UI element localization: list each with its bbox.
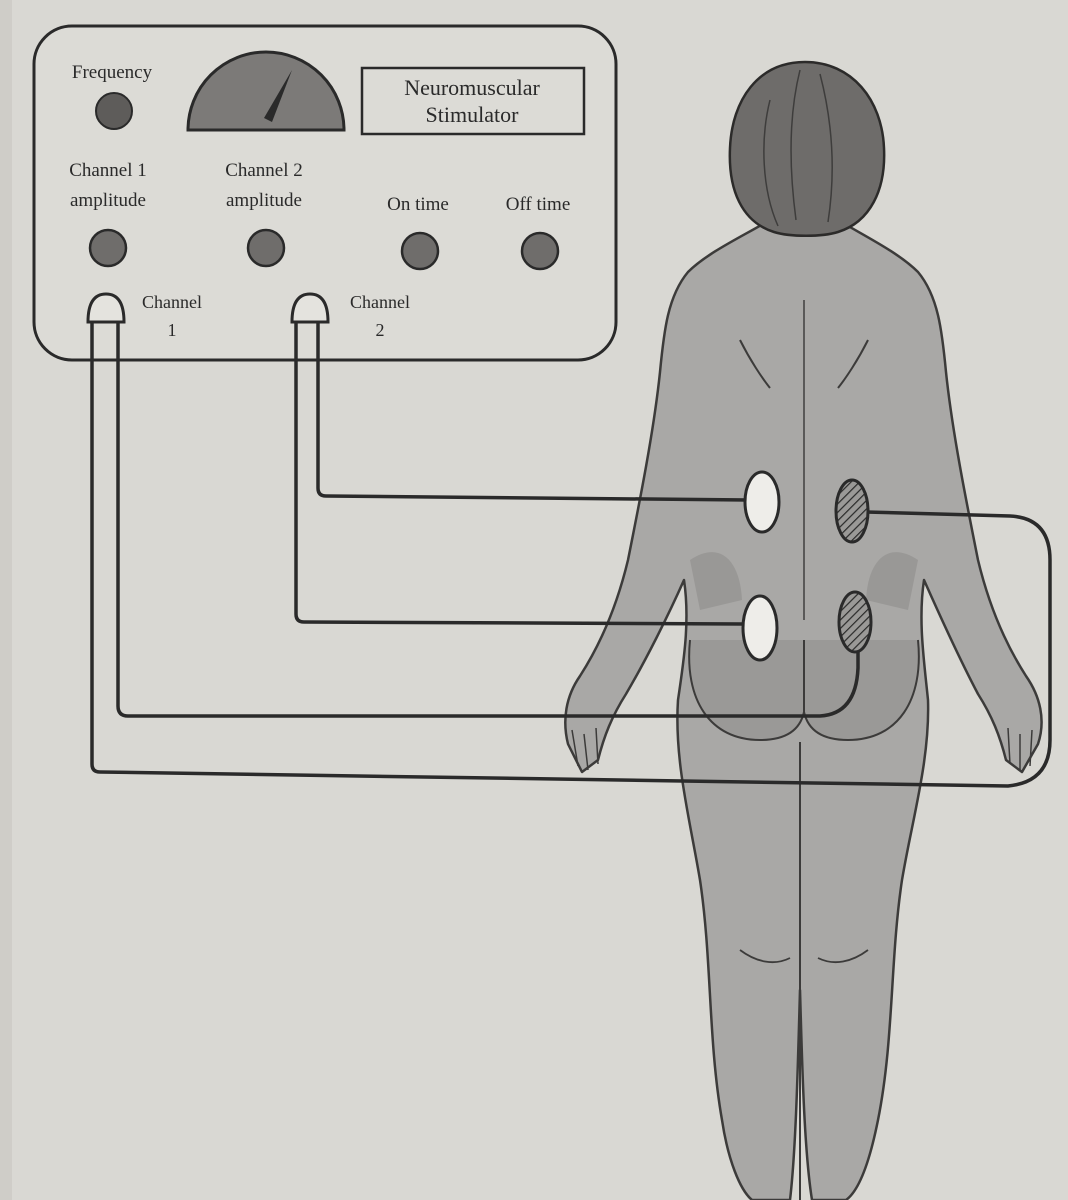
device-title-line2: Stimulator [426, 102, 520, 127]
channel1-amplitude-label-line1: Channel 1 [69, 160, 147, 181]
channel2-amplitude-label-line1: Channel 2 [225, 160, 303, 181]
channel2-jack[interactable] [290, 292, 330, 324]
device-title-box [360, 66, 586, 136]
lead-wires [90, 316, 1052, 788]
hair-strand-lines [763, 69, 833, 227]
electrode-lower-right[interactable] [837, 590, 873, 654]
stimulator-device: Frequency Neuromuscular Stimulator Chann… [32, 24, 618, 362]
channel2-amplitude-knob[interactable] [246, 228, 286, 268]
electrode-upper-left[interactable] [743, 470, 781, 534]
page-edge [0, 0, 12, 1200]
device-panel [32, 24, 618, 362]
channel1-amplitude-label-line2: amplitude [70, 190, 146, 211]
shoulder-blade-right [837, 339, 869, 389]
shoulder-blade-left [739, 339, 771, 389]
channel1-lead-upper[interactable] [90, 316, 1052, 788]
waist-shading-right [866, 552, 918, 610]
knee-crease-right [817, 949, 869, 964]
off-time-knob[interactable] [520, 231, 560, 271]
channel1-jack[interactable] [86, 292, 126, 324]
channel2-lead-lower[interactable] [294, 316, 746, 626]
knee-crease-left [739, 949, 791, 964]
channel2-jack-label-line2: 2 [376, 320, 385, 340]
gauge-needle [264, 70, 292, 122]
on-time-knob[interactable] [400, 231, 440, 271]
human-figure [564, 60, 1043, 1200]
channel2-lead-upper[interactable] [316, 316, 750, 502]
hair [728, 60, 886, 237]
channel1-amplitude-knob[interactable] [88, 228, 128, 268]
channel1-jack-label-line2: 1 [168, 320, 177, 340]
waist-shading [690, 552, 742, 610]
frequency-label: Frequency [72, 62, 153, 83]
left-hand-fingers [571, 727, 599, 771]
frequency-knob[interactable] [95, 92, 133, 130]
on-time-label: On time [387, 194, 449, 215]
channel2-jack-label-line1: Channel [350, 292, 410, 312]
output-gauge [186, 50, 346, 132]
output-jacks [86, 292, 330, 324]
right-hand-fingers [1007, 727, 1033, 770]
electrodes [741, 470, 873, 662]
channel1-lead-lower[interactable] [116, 316, 860, 718]
electrode-lower-left[interactable] [741, 594, 779, 662]
off-time-label: Off time [506, 194, 571, 215]
channel2-amplitude-label-line2: amplitude [226, 190, 302, 211]
electrode-upper-right[interactable] [834, 478, 870, 544]
device-title-line1: Neuromuscular [404, 75, 540, 100]
channel1-jack-label-line1: Channel [142, 292, 202, 312]
